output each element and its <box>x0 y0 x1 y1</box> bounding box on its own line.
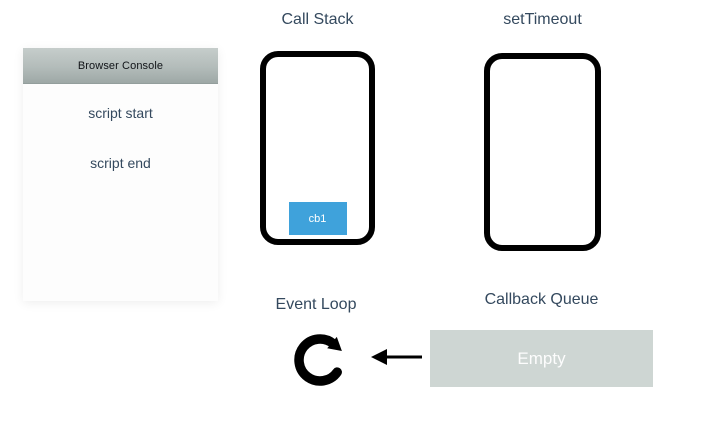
clockwise-rotation-icon <box>294 334 342 386</box>
stack-frame-cb1: cb1 <box>288 202 347 235</box>
call-stack-title: Call Stack <box>281 11 354 28</box>
browser-console-body: script start script end <box>23 84 218 171</box>
browser-console-header: Browser Console <box>23 48 218 84</box>
browser-console-panel: Browser Console script start script end <box>23 48 218 301</box>
console-log-line: script start <box>88 105 153 121</box>
callback-queue-title: Callback Queue <box>484 291 599 308</box>
left-arrow-icon <box>371 349 422 365</box>
callback-queue-box: Empty <box>430 330 653 387</box>
callback-queue-status: Empty <box>517 348 566 368</box>
set-timeout-box <box>484 53 601 251</box>
call-stack-box: cb1 <box>260 51 375 245</box>
console-log-line: script end <box>90 155 151 171</box>
event-loop-title: Event Loop <box>275 296 357 313</box>
browser-console-title: Browser Console <box>77 59 164 72</box>
set-timeout-title: setTimeout <box>503 11 582 28</box>
